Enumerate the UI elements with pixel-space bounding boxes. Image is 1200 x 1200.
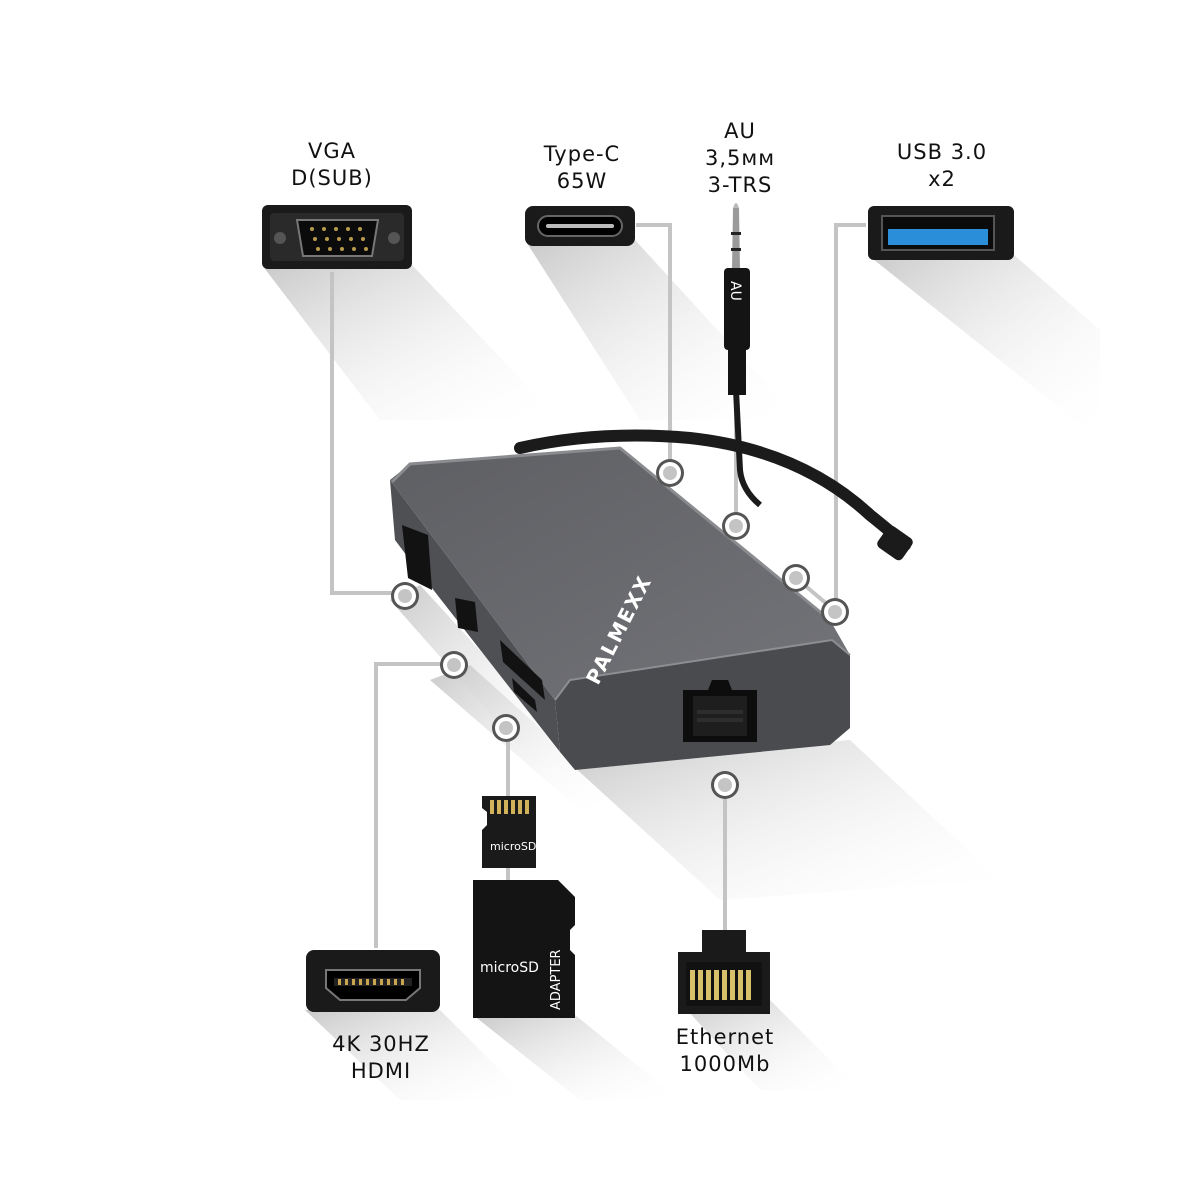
- audio-label: AU 3,5мм 3-TRS: [680, 118, 800, 199]
- adapter-microsd-label: microSD: [480, 960, 539, 976]
- usb-c-cable: [514, 429, 911, 551]
- marker-hdmi: [440, 651, 468, 679]
- typec-label: Type-C 65W: [522, 141, 642, 195]
- microsd-card-label: microSD: [490, 840, 536, 853]
- ethernet-plug-icon: [678, 930, 770, 1014]
- audio-label-line1: AU: [724, 119, 756, 143]
- adapter-label: ADAPTER: [549, 949, 564, 1010]
- ethernet-label: Ethernet 1000Mb: [655, 1024, 795, 1078]
- audio-jack-icon: AU: [724, 203, 750, 395]
- type-c-port-icon: [525, 206, 635, 246]
- marker-vga: [391, 582, 419, 610]
- sd-adapter-icon: microSD ADAPTER: [473, 880, 575, 1018]
- marker-ethernet: [711, 771, 739, 799]
- marker-typec: [656, 459, 684, 487]
- hdmi-label-line2: HDMI: [350, 1059, 412, 1083]
- audio-label-line2: 3,5мм: [704, 146, 776, 170]
- marker-audio: [722, 512, 750, 540]
- microsd-card-icon: microSD: [482, 796, 536, 868]
- typec-label-line1: Type-C: [543, 142, 621, 166]
- usb-port-icon: [868, 206, 1014, 260]
- long-shadows: [262, 240, 1100, 1100]
- vga-label-line1: VGA: [307, 139, 356, 163]
- audio-plug-label: AU: [727, 281, 743, 301]
- hdmi-port-icon: [306, 950, 440, 1012]
- callout-markers: [391, 459, 849, 799]
- vga-label-line2: D(SUB): [291, 166, 373, 190]
- usb-label-line2: x2: [928, 167, 956, 191]
- hdmi-label: 4K 30HZ HDMI: [311, 1031, 451, 1085]
- marker-microsd: [492, 714, 520, 742]
- usb-label: USB 3.0 x2: [872, 139, 1012, 193]
- hub-device: PALMEXX: [390, 446, 851, 770]
- audio-label-line3: 3-TRS: [707, 173, 773, 197]
- marker-usb-1: [782, 564, 810, 592]
- ethernet-label-line1: Ethernet: [675, 1025, 775, 1049]
- typec-label-line2: 65W: [556, 169, 608, 193]
- usb-label-line1: USB 3.0: [896, 140, 988, 164]
- marker-usb-2: [821, 598, 849, 626]
- vga-label: VGA D(SUB): [272, 138, 392, 192]
- ethernet-label-line2: 1000Mb: [679, 1052, 771, 1076]
- hdmi-label-line1: 4K 30HZ: [332, 1032, 430, 1056]
- vga-port-icon: [262, 205, 412, 269]
